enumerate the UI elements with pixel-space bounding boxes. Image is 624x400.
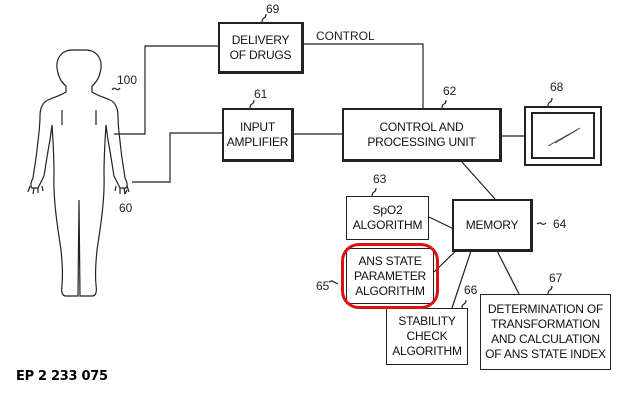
ref-65: 65 <box>316 280 329 292</box>
determination-block: DETERMINATION OF TRANSFORMATION AND CALC… <box>480 294 611 370</box>
memory-block: MEMORY <box>452 199 533 252</box>
input-amplifier-block: INPUT AMPLIFIER <box>222 108 294 162</box>
memory-label: MEMORY <box>466 218 519 233</box>
ref-63: 63 <box>373 173 386 185</box>
ref-65-leader <box>329 281 338 284</box>
ref-100-leader <box>112 88 120 90</box>
ref-61-leader <box>250 100 254 108</box>
ref-67: 67 <box>549 272 562 284</box>
control-processing-unit-block: CONTROL AND PROCESSING UNIT <box>342 108 502 162</box>
ans-state-parameter-block: ANS STATE PARAMETER ALGORITHM <box>346 248 434 304</box>
ref-67-leader <box>548 286 552 294</box>
ref-100: 100 <box>117 74 137 86</box>
delivery-of-drugs-label: DELIVERY OF DRUGS <box>230 33 292 63</box>
control-label: CONTROL <box>316 30 375 42</box>
ref-64-leader <box>537 223 546 224</box>
stability-check-block: STABILITY CHECK ALGORITHM <box>386 308 468 365</box>
spo2-label: SpO2 ALGORITHM <box>353 203 423 233</box>
display-monitor <box>525 107 601 165</box>
ref-63-leader <box>372 188 376 196</box>
ref-64: 64 <box>553 218 566 230</box>
delivery-of-drugs-block: DELIVERY OF DRUGS <box>218 22 304 74</box>
spo2-algorithm-block: SpO2 ALGORITHM <box>346 196 429 240</box>
input-amplifier-label: INPUT AMPLIFIER <box>227 120 289 150</box>
ref-69: 69 <box>266 3 279 15</box>
determination-label: DETERMINATION OF TRANSFORMATION AND CALC… <box>485 302 606 362</box>
ref-66: 66 <box>464 284 477 296</box>
connector-body-to-delivery <box>114 46 218 134</box>
stability-label: STABILITY CHECK ALGORITHM <box>392 314 462 359</box>
ref-62: 62 <box>443 85 456 97</box>
ref-61: 61 <box>254 88 267 100</box>
ans-state-label: ANS STATE PARAMETER ALGORITHM <box>354 254 426 299</box>
ref-66-leader <box>462 300 466 308</box>
ref-60: 60 <box>119 202 132 214</box>
left-hand-fingers <box>28 186 43 194</box>
connector-cpu-to-memory <box>462 162 495 199</box>
ref-68: 68 <box>550 81 563 93</box>
connector-control <box>304 44 423 108</box>
patent-number: EP 2 233 075 <box>16 369 108 384</box>
ref-68-leader <box>548 98 552 106</box>
control-processing-label: CONTROL AND PROCESSING UNIT <box>367 120 475 150</box>
human-body-outline <box>31 50 127 296</box>
connector-electrodes-to-amplifier <box>132 133 222 182</box>
ref-62-leader <box>442 100 446 108</box>
